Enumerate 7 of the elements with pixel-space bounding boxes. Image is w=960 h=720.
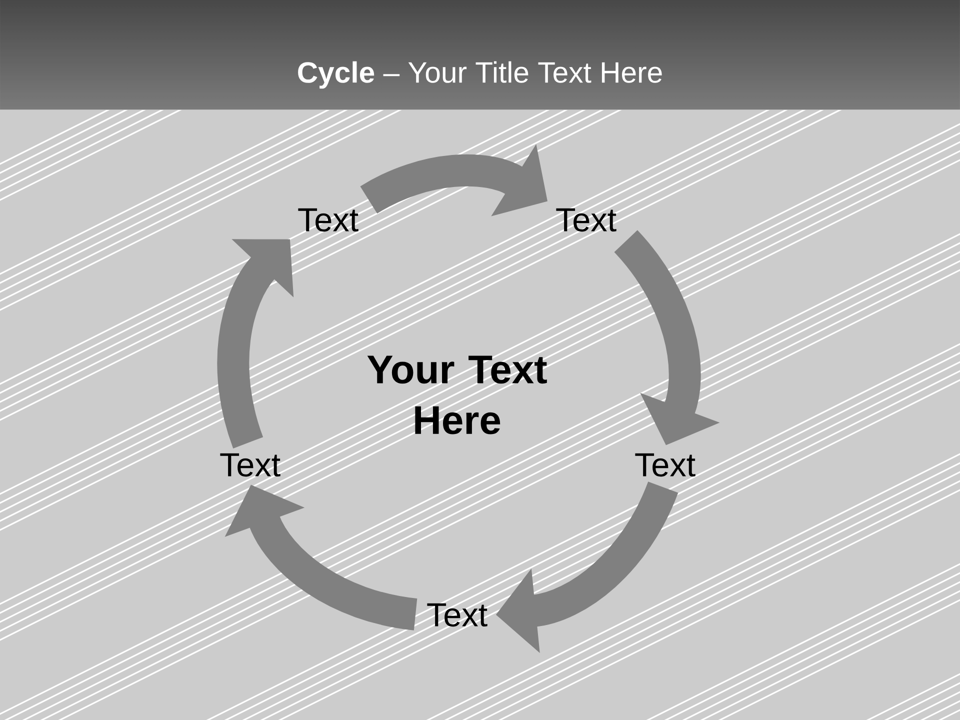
center-text: Your Text Here — [367, 356, 547, 434]
step-label: Text — [427, 603, 488, 627]
title: Cycle – Your Title Text Here — [298, 61, 662, 89]
step-label: Text — [298, 208, 358, 232]
step-label: Text — [635, 453, 696, 477]
step-label: Text — [220, 453, 280, 477]
step-label: Text — [556, 208, 616, 232]
